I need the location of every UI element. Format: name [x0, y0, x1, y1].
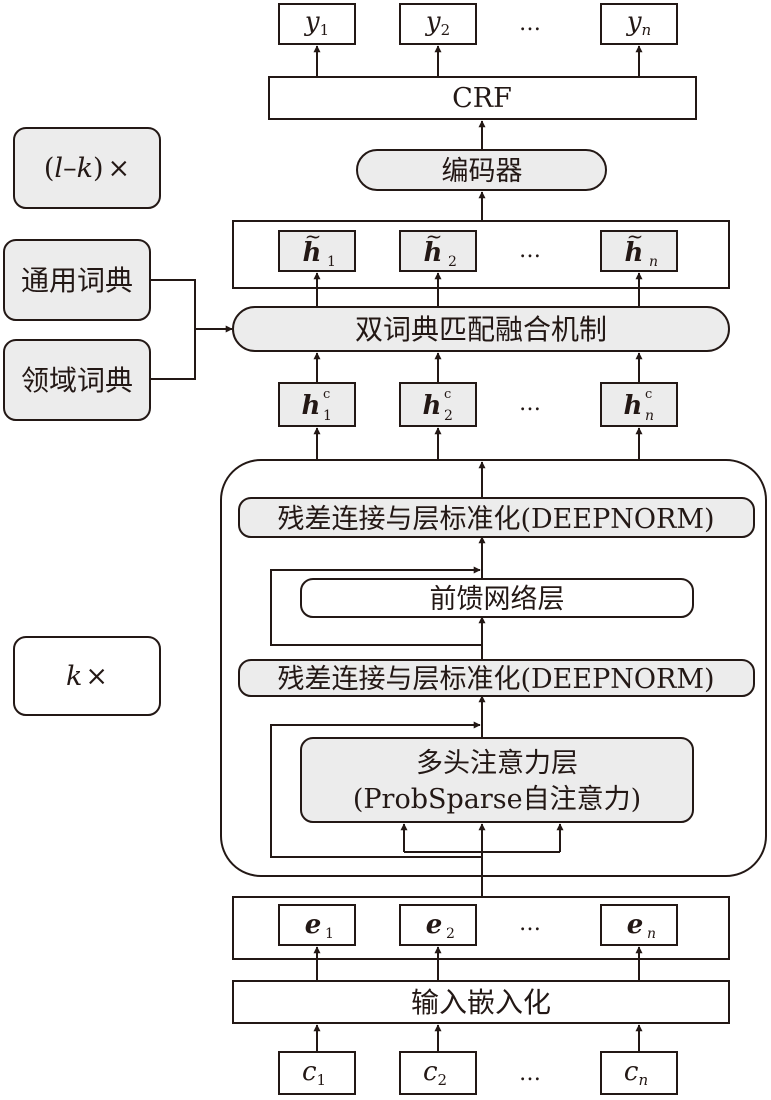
- output-y1: y1: [278, 3, 356, 45]
- svg-text:1: 1: [327, 254, 336, 270]
- output-ellipsis: …: [519, 11, 541, 36]
- svg-text:yn: yn: [626, 7, 651, 39]
- svg-text:双词典匹配融合机制: 双词典匹配融合机制: [355, 313, 607, 346]
- svg-text:(ProbSparse自注意力): (ProbSparse自注意力): [353, 784, 641, 815]
- h-c-ellipsis: …: [519, 391, 541, 416]
- output-y2: y2: [399, 3, 477, 45]
- repeat-outer-badge: (l–k)×: [13, 127, 161, 209]
- svg-text:2: 2: [446, 926, 455, 942]
- embedding-e1: e 1: [278, 904, 356, 946]
- svg-text:输入嵌入化: 输入嵌入化: [411, 986, 551, 1019]
- norm-top: 残差连接与层标准化(DEEPNORM): [238, 497, 755, 538]
- svg-text:~: ~: [305, 224, 322, 248]
- svg-text:残差连接与层标准化(DEEPNORM): 残差连接与层标准化(DEEPNORM): [277, 504, 714, 535]
- input-c2: c2: [399, 1051, 477, 1095]
- h-tilde-2: h ~ 2: [399, 224, 477, 272]
- svg-text:2: 2: [448, 254, 457, 270]
- svg-text:h: h: [624, 391, 643, 421]
- svg-text:h: h: [303, 238, 322, 268]
- norm-bottom: 残差连接与层标准化(DEEPNORM): [238, 659, 755, 697]
- svg-text:n: n: [647, 926, 656, 942]
- svg-text:c: c: [323, 387, 330, 402]
- input-cn: cn: [600, 1051, 678, 1095]
- h-tilde-ellipsis: …: [519, 238, 541, 263]
- svg-text:y1: y1: [304, 7, 329, 39]
- output-yn: yn: [600, 3, 678, 45]
- svg-text:前馈网络层: 前馈网络层: [430, 584, 565, 615]
- svg-text:h: h: [424, 238, 443, 268]
- svg-text:h: h: [423, 391, 442, 421]
- h-tilde-n: h ~ n: [600, 224, 678, 272]
- feed-forward-layer: 前馈网络层: [300, 578, 694, 618]
- svg-text:cn: cn: [624, 1057, 648, 1089]
- embedding-en: e n: [600, 904, 678, 946]
- svg-text:c2: c2: [423, 1057, 447, 1089]
- input-embedding-layer: 输入嵌入化: [232, 980, 730, 1024]
- svg-text:1: 1: [325, 926, 334, 942]
- svg-text:编码器: 编码器: [442, 156, 523, 187]
- h-c-2: h c 2: [399, 382, 477, 427]
- dual-dictionary-fusion: 双词典匹配融合机制: [232, 306, 730, 352]
- svg-text:1: 1: [323, 408, 332, 424]
- svg-text:c: c: [645, 387, 652, 402]
- svg-text:n: n: [649, 254, 658, 270]
- svg-text:~: ~: [426, 224, 443, 248]
- dictionary-connector: [150, 279, 196, 380]
- h-c-n: h c n: [600, 382, 678, 427]
- residual-attention: [270, 721, 482, 858]
- svg-text:e: e: [305, 910, 322, 940]
- input-ellipsis: …: [519, 1061, 541, 1086]
- svg-text:2: 2: [444, 408, 453, 424]
- svg-text:通用词典: 通用词典: [21, 264, 133, 297]
- svg-text:n: n: [645, 408, 654, 424]
- svg-text:c1: c1: [302, 1057, 326, 1089]
- svg-text:~: ~: [627, 224, 644, 248]
- svg-text:残差连接与层标准化(DEEPNORM): 残差连接与层标准化(DEEPNORM): [277, 664, 714, 695]
- general-dictionary: 通用词典: [3, 239, 151, 321]
- residual-ffn: [270, 566, 482, 646]
- domain-dictionary: 领域词典: [3, 339, 151, 421]
- svg-text:h: h: [625, 238, 644, 268]
- multi-head-attention: 多头注意力层 (ProbSparse自注意力): [300, 737, 694, 823]
- svg-text:e: e: [627, 910, 644, 940]
- svg-text:h: h: [302, 391, 321, 421]
- svg-text:c: c: [444, 387, 451, 402]
- svg-text:CRF: CRF: [452, 83, 512, 114]
- h-c-1: h c 1: [278, 382, 356, 427]
- h-tilde-1: h ~ 1: [278, 224, 356, 272]
- svg-text:k×: k×: [66, 661, 108, 692]
- svg-text:e: e: [426, 910, 443, 940]
- svg-text:(l–k)×: (l–k)×: [44, 153, 130, 184]
- svg-text:多头注意力层: 多头注意力层: [416, 748, 578, 779]
- svg-text:y2: y2: [425, 7, 450, 39]
- encoder-layer: 编码器: [356, 149, 607, 191]
- svg-text:领域词典: 领域词典: [21, 364, 133, 397]
- repeat-inner-badge: k×: [13, 636, 161, 716]
- embedding-e2: e 2: [399, 904, 477, 946]
- crf-layer: CRF: [268, 76, 697, 120]
- embedding-ellipsis: …: [519, 911, 541, 936]
- input-c1: c1: [278, 1051, 356, 1095]
